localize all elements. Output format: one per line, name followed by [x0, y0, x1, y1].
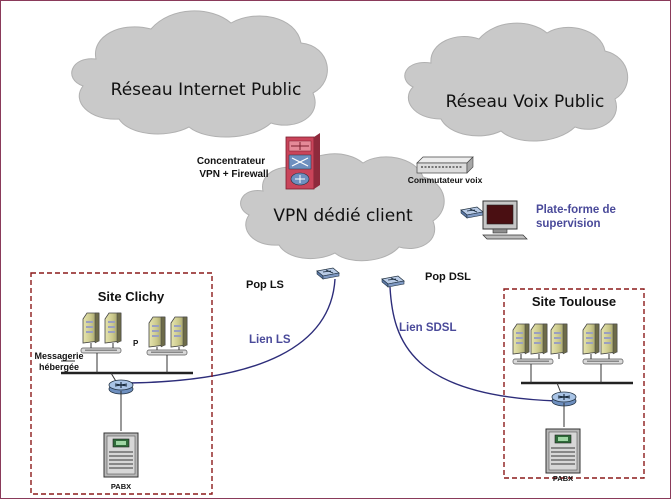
link-sdsl-label: Lien SDSL: [399, 322, 457, 334]
pop-dsl-label: Pop DSL: [425, 271, 471, 283]
server-icon: [600, 323, 618, 355]
lan-switch-icon: [80, 347, 122, 354]
vpn-cloud-label: VPN dédié client: [273, 206, 413, 226]
link-ls-label: Lien LS: [249, 334, 291, 346]
link-sdsl-line: [389, 286, 558, 402]
vpn-concentrator-icon: [285, 133, 320, 190]
supervision-switch-icon: [460, 206, 484, 219]
link-ls-line: [128, 278, 336, 384]
voice-switch-label: Commutateur voix: [408, 175, 483, 185]
pabx-toulouse-label: PABX: [553, 474, 573, 483]
voice-switch-icon: [416, 156, 474, 174]
site-toulouse-title: Site Toulouse: [532, 294, 616, 309]
server-p-label: P: [133, 339, 139, 348]
server-icon: [550, 323, 568, 355]
internet-cloud-label: Réseau Internet Public: [111, 80, 302, 100]
supervision-label-2: supervision: [536, 218, 601, 230]
voice-cloud-label: Réseau Voix Public: [446, 92, 605, 112]
site-toulouse-box: [503, 288, 645, 479]
server-icon: [530, 323, 548, 355]
clichy-servers: [61, 312, 193, 384]
toulouse-servers: [512, 323, 633, 394]
voice-cloud: [404, 22, 629, 142]
pop-ls-label: Pop LS: [246, 279, 284, 291]
pabx-clichy-label: PABX: [111, 482, 131, 491]
pop-ls-switch-icon: [316, 267, 340, 280]
server-icon: [104, 312, 122, 344]
server-icon: [582, 323, 600, 355]
monitor-icon: [482, 200, 528, 240]
pabx-toulouse-icon: [545, 428, 581, 474]
messaging-label-2: hébergée: [39, 362, 79, 372]
concentrator-label-1: Concentrateur: [197, 156, 265, 167]
pop-dsl-switch-icon: [381, 275, 405, 288]
supervision-label-1: Plate-forme de: [536, 204, 616, 216]
concentrator-label-2: VPN + Firewall: [199, 169, 268, 180]
server-icon: [148, 316, 166, 348]
lan-switch-icon: [582, 358, 624, 365]
lan-switch-icon: [512, 358, 554, 365]
server-icon: [82, 312, 100, 344]
pabx-clichy-icon: [103, 432, 139, 478]
lan-switch-icon: [146, 349, 188, 356]
site-clichy-title: Site Clichy: [98, 289, 165, 304]
server-icon: [512, 323, 530, 355]
server-icon: [170, 316, 188, 348]
site-clichy-box: [30, 272, 213, 495]
internet-cloud: [71, 10, 328, 138]
messaging-label-1: Messagerie: [34, 351, 83, 361]
